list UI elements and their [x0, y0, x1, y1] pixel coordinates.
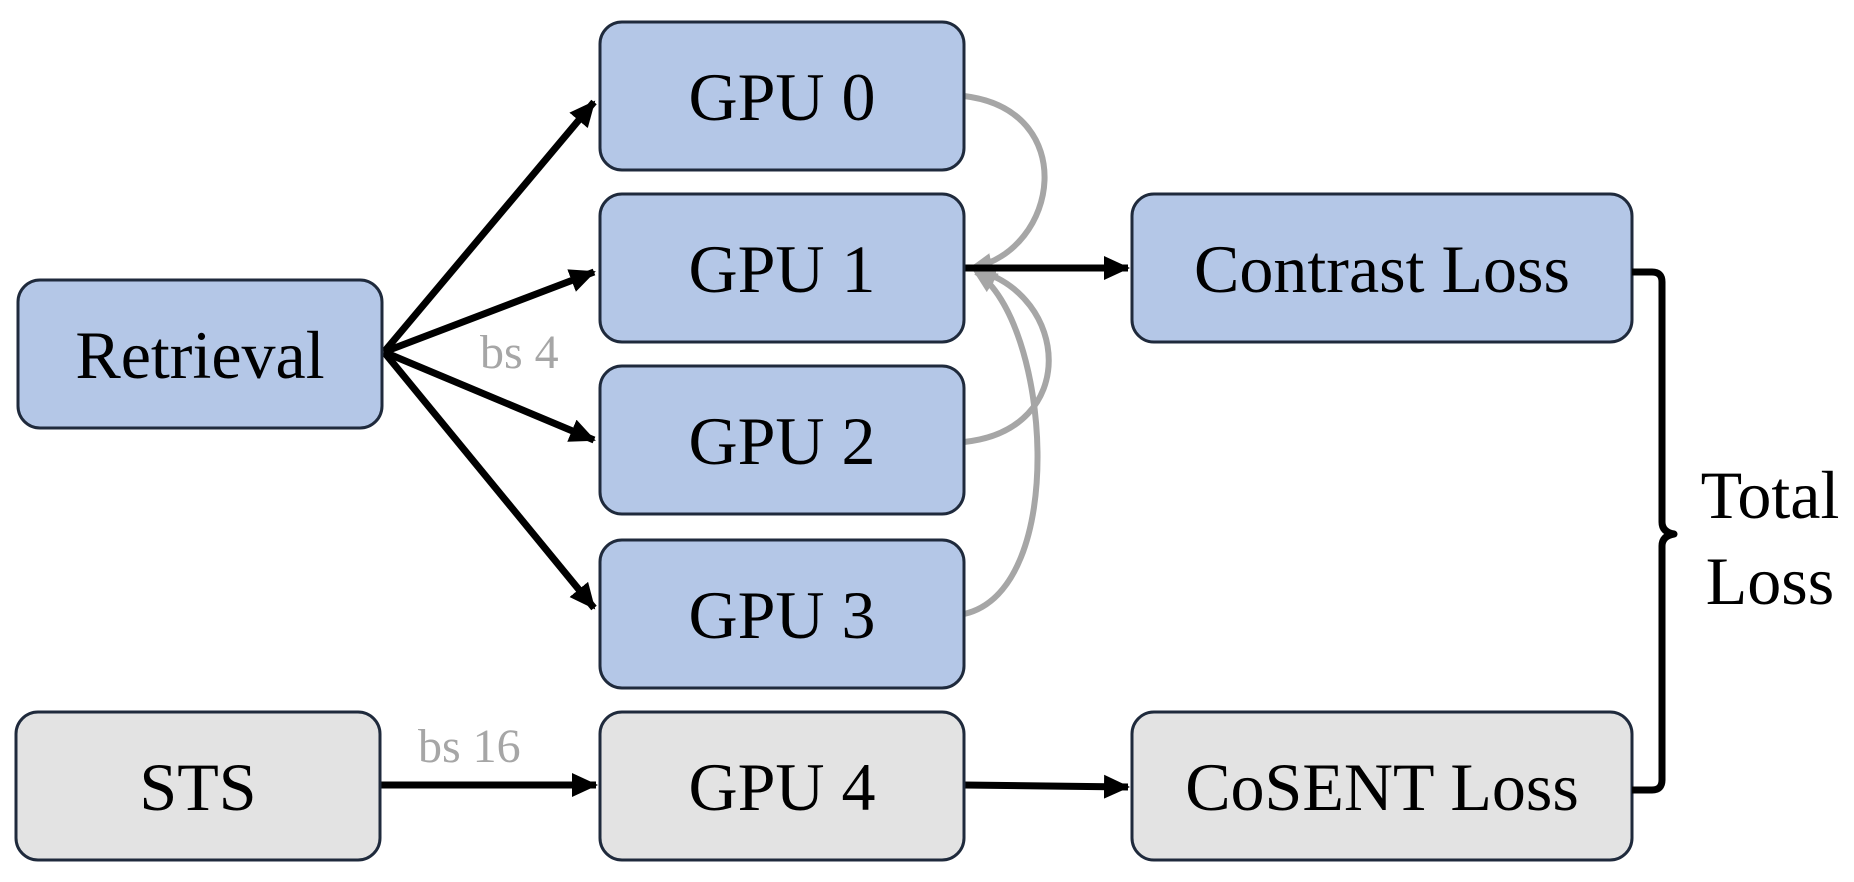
node-gpu4: GPU 4: [598, 710, 966, 862]
node-label: GPU 2: [688, 403, 875, 479]
arrow-retrieval-to-gpu3: [381, 349, 597, 611]
node-gpu1: GPU 1: [598, 192, 966, 344]
allgather-arrows: [963, 93, 1052, 617]
node-contrast-loss: Contrast Loss: [1130, 192, 1634, 344]
node-label: GPU 3: [688, 577, 875, 653]
data-arrows: [380, 99, 1130, 799]
node-label: GPU 4: [688, 749, 875, 825]
node-gpu0: GPU 0: [598, 20, 966, 172]
node-gpu2: GPU 2: [598, 364, 966, 516]
node-label: Retrieval: [75, 317, 324, 393]
node-gpu3: GPU 3: [598, 538, 966, 690]
node-label: Contrast Loss: [1194, 231, 1570, 307]
arrow-retrieval-to-gpu0: [381, 99, 597, 355]
total-loss-label: Total Loss: [1701, 457, 1840, 619]
node-cosent-loss: CoSENT Loss: [1130, 710, 1634, 862]
node-label: CoSENT Loss: [1185, 749, 1579, 825]
arrow-retrieval-to-gpu2: [382, 348, 596, 444]
allgather-arrow-gpu0-to-gpu1: [963, 93, 1048, 275]
node-sts: STS: [14, 710, 382, 862]
node-label: GPU 1: [688, 231, 875, 307]
allgather-arrow-gpu2-to-gpu1: [963, 264, 1052, 445]
node-label: STS: [139, 749, 256, 825]
edge-label-retrieval-batch: bs 4: [480, 326, 559, 379]
arrow-retrieval-to-gpu1: [382, 268, 596, 356]
allgather-arrow-gpu3-to-gpu1: [963, 269, 1041, 617]
node-label: GPU 0: [688, 59, 875, 135]
total-loss-line2: Loss: [1706, 543, 1834, 619]
arrow-gpu4-to-cosent-loss: [963, 774, 1130, 799]
edge-label-sts-batch: bs 16: [418, 720, 521, 773]
total-loss-line1: Total: [1701, 457, 1840, 533]
total-loss-brace: [1632, 268, 1678, 794]
node-retrieval: Retrieval: [16, 278, 384, 430]
